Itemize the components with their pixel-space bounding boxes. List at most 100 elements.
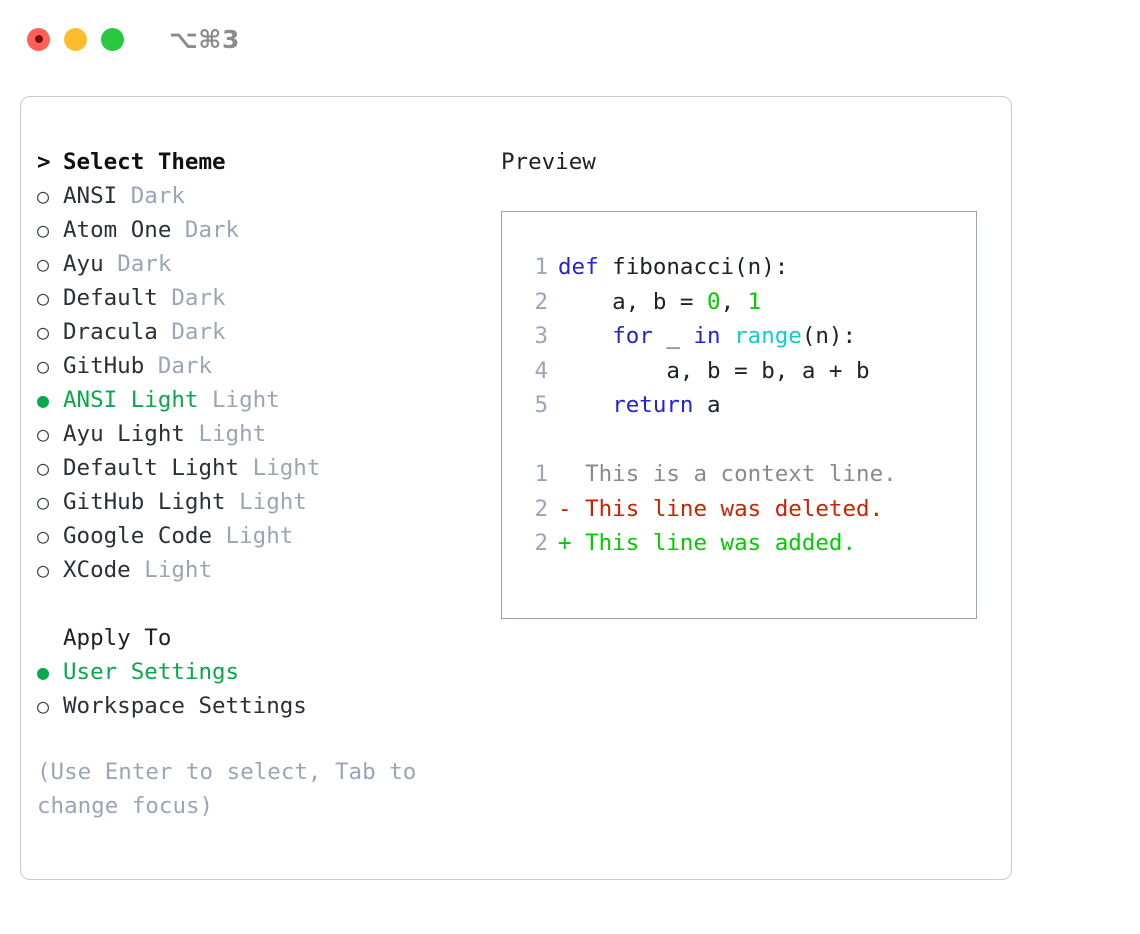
diff-sign — [558, 461, 585, 487]
code-line-number: 5 — [534, 392, 548, 418]
theme-list-item[interactable]: ○Default Light Light — [37, 451, 477, 485]
theme-list-item[interactable]: ○Google Code Light — [37, 519, 477, 553]
diff-text: This is a context line. — [585, 461, 897, 487]
code-token: fibonacci(n): — [598, 254, 789, 280]
code-line-number: 1 — [534, 254, 548, 280]
code-line-content: def fibonacci(n): — [558, 250, 788, 285]
theme-name-label: Atom One — [63, 217, 172, 243]
apply-to-option[interactable]: ○ Workspace Settings — [37, 689, 477, 723]
theme-list-item[interactable]: ○ANSI Dark — [37, 179, 477, 213]
theme-name-label: GitHub — [63, 353, 145, 379]
code-token: a, b = b, a + b — [558, 357, 870, 384]
theme-list-item[interactable]: ○GitHub Light Light — [37, 485, 477, 519]
theme-name-label: Default — [63, 285, 158, 311]
select-theme-heading-label: Select Theme — [63, 149, 226, 175]
code-line-number: 4 — [534, 357, 548, 384]
code-token: for — [612, 323, 653, 349]
theme-list-item[interactable]: ○Default Dark — [37, 281, 477, 315]
code-line-content: return a — [558, 388, 721, 423]
diff-line-number: 2 — [534, 530, 548, 556]
code-token: 0 — [707, 288, 721, 315]
diff-sign: - — [558, 495, 586, 522]
code-token: _ — [652, 323, 694, 349]
diff-line-number: 1 — [534, 461, 548, 487]
keyboard-shortcut-label: ⌥⌘3 — [169, 24, 240, 54]
theme-list-item[interactable]: ○ Ayu Dark — [37, 247, 477, 281]
theme-name-label: GitHub Light — [63, 489, 226, 515]
theme-list-item[interactable]: ○XCode Light — [37, 553, 477, 587]
blank-marker: ○ — [37, 621, 63, 655]
theme-selector-column: >Select Theme ○ANSI Dark○Atom One Dark○A… — [37, 145, 477, 823]
preview-title: Preview — [501, 149, 596, 175]
diff-line: 2 + This line was added. — [520, 526, 976, 561]
code-line-content: for _ in range(n): — [558, 319, 856, 354]
spacer — [131, 553, 145, 587]
theme-kind-label: Light — [252, 455, 321, 481]
theme-name-label: ANSI Light — [63, 387, 199, 413]
spacer — [212, 519, 226, 553]
radio-unselected-icon: ○ — [37, 320, 50, 344]
theme-kind-label: Dark — [117, 251, 172, 277]
theme-kind-label: Light — [225, 523, 294, 549]
radio-unselected-icon: ○ — [37, 694, 50, 718]
diff-line-content: This is a context line. — [558, 457, 897, 492]
diff-line: 1 This is a context line. — [520, 457, 976, 492]
code-line-number: 2 — [534, 288, 548, 315]
spacer — [198, 383, 212, 417]
apply-to-options: ●User Settings ○ Workspace Settings — [37, 655, 477, 723]
radio-unselected-icon: ○ — [37, 490, 50, 514]
theme-list-item[interactable]: ●ANSI Light Light — [37, 383, 477, 417]
code-diff-spacer — [520, 423, 976, 458]
code-token: return — [612, 392, 694, 418]
radio-unselected-icon: ○ — [37, 524, 50, 548]
select-theme-heading: >Select Theme — [37, 145, 477, 179]
maximize-button[interactable] — [101, 27, 124, 51]
close-button[interactable] — [27, 27, 50, 51]
theme-name-label: Default Light — [63, 455, 240, 481]
radio-unselected-icon: ○ — [37, 252, 50, 276]
code-token: def — [558, 254, 599, 280]
spacer — [239, 451, 253, 485]
spacer — [185, 417, 199, 451]
radio-selected-icon: ● — [37, 660, 50, 684]
theme-name-label: Ayu — [63, 251, 104, 277]
diff-line: 2- This line was deleted. — [520, 492, 976, 527]
radio-unselected-icon: ○ — [37, 286, 50, 310]
theme-list-item[interactable]: ○GitHub Dark — [37, 349, 477, 383]
code-token: a, b = — [558, 288, 708, 315]
apply-to-option[interactable]: ●User Settings — [37, 655, 477, 689]
code-token: a — [693, 392, 721, 418]
theme-kind-label: Dark — [184, 217, 240, 243]
theme-name-label: ANSI — [63, 183, 118, 209]
spacer — [117, 179, 131, 213]
minimize-button[interactable] — [64, 27, 87, 51]
theme-list-item[interactable]: ○Dracula Dark — [37, 315, 477, 349]
theme-name-label: XCode — [63, 557, 131, 583]
theme-list-item[interactable]: ○ Atom One Dark — [37, 213, 477, 247]
theme-list-item[interactable]: ○Ayu Light Light — [37, 417, 477, 451]
apply-to-option-label: Workspace Settings — [63, 693, 307, 719]
radio-unselected-icon: ○ — [37, 558, 50, 582]
diff-sample: 1 This is a context line.2- This line wa… — [520, 457, 976, 561]
code-line: 5 return a — [520, 388, 976, 423]
section-spacer — [37, 587, 477, 621]
theme-list: ○ANSI Dark○Atom One Dark○Ayu Dark○Defaul… — [37, 179, 477, 587]
code-line: 1 def fibonacci(n): — [520, 250, 976, 285]
theme-kind-label: Dark — [157, 353, 213, 379]
theme-name-label: Dracula — [63, 319, 158, 345]
diff-line-content: - This line was deleted. — [558, 492, 883, 527]
diff-line-number: 2 — [534, 495, 548, 522]
code-token — [721, 323, 735, 349]
spacer — [158, 281, 172, 315]
title-bar: ⌥⌘3 — [0, 0, 1140, 78]
code-token: (n): — [801, 323, 857, 349]
radio-unselected-icon: ○ — [37, 218, 50, 242]
diff-line-content: + This line was added. — [558, 526, 856, 561]
theme-kind-label: Light — [198, 421, 267, 447]
radio-unselected-icon: ○ — [37, 422, 50, 446]
diff-text: This line was deleted. — [585, 495, 884, 522]
